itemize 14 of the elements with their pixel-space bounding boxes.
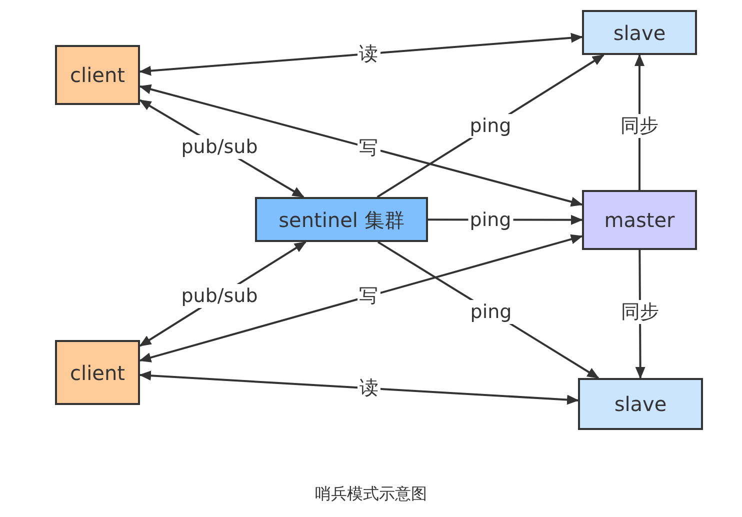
- edge-label: 读: [357, 42, 380, 66]
- master-box: master: [582, 190, 697, 250]
- client-box: client: [55, 45, 140, 105]
- arrow: [139, 234, 583, 362]
- edge-label: ping: [468, 114, 514, 138]
- client-box: client: [55, 340, 140, 405]
- slave-box: slave: [578, 378, 703, 430]
- slave-box: slave: [582, 10, 697, 55]
- arrow: [139, 84, 583, 207]
- caption: 哨兵模式示意图: [314, 483, 428, 505]
- sentinel-box: sentinel 集群: [255, 197, 428, 242]
- arrow: [139, 32, 583, 76]
- edge-label: ping: [468, 300, 514, 324]
- arrow: [139, 370, 579, 405]
